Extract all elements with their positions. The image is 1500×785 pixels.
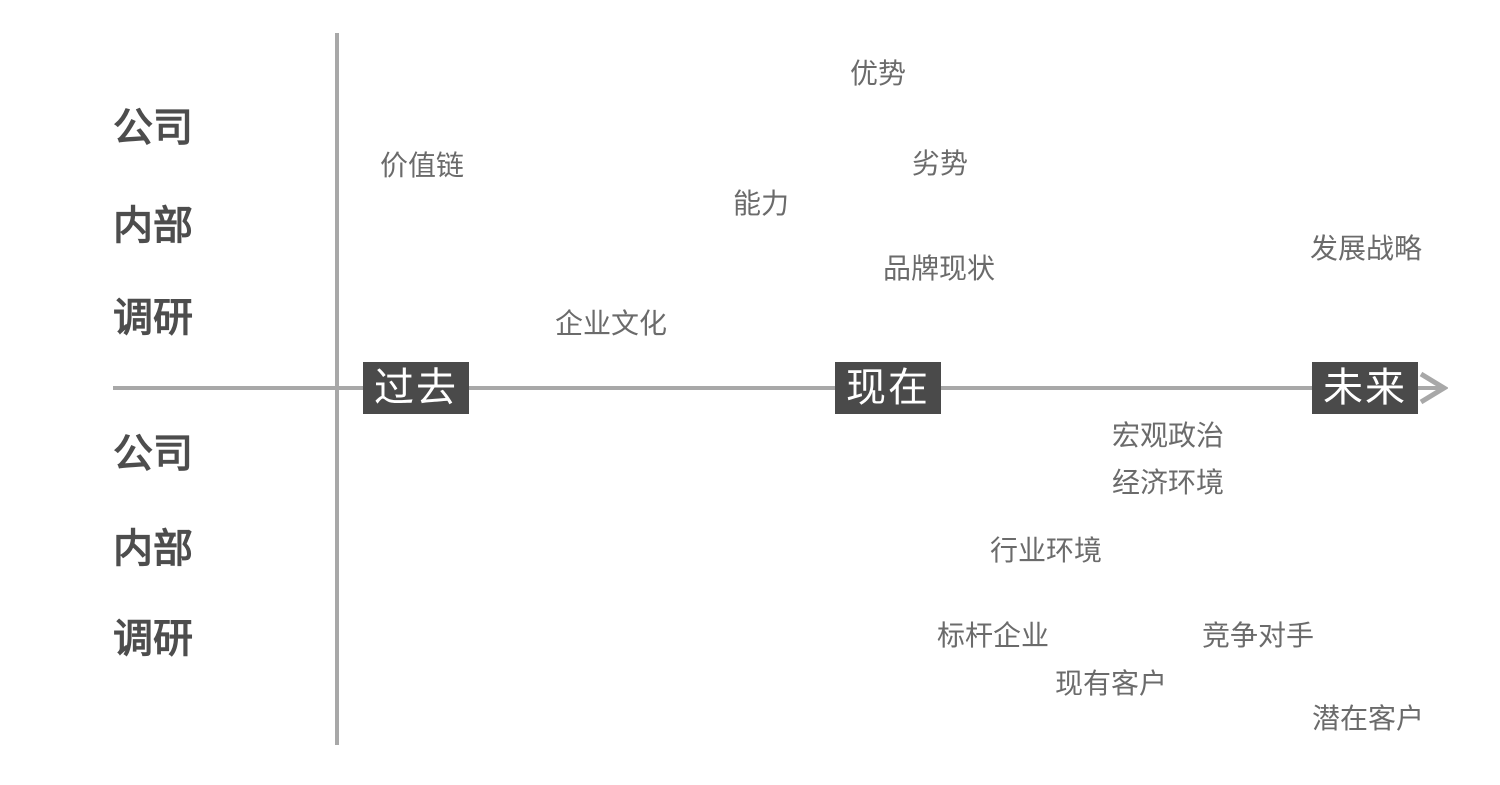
item-industry-environment: 行业环境 xyxy=(990,534,1103,567)
timeline-badge-present: 现在 xyxy=(835,362,941,414)
item-corporate-culture: 企业文化 xyxy=(555,307,668,340)
arrow-right-icon xyxy=(1419,371,1448,405)
item-benchmark-companies: 标杆企业 xyxy=(937,619,1050,652)
timeline-badge-future: 未来 xyxy=(1312,362,1418,414)
item-value-chain: 价值链 xyxy=(380,149,465,182)
side-label-top-line2: 内部 xyxy=(113,203,193,249)
item-brand-status: 品牌现状 xyxy=(883,252,996,285)
item-strengths: 优势 xyxy=(850,57,907,90)
timeline-axis-line xyxy=(113,386,1440,390)
item-economic-environment: 经济环境 xyxy=(1112,466,1225,499)
item-development-strategy: 发展战略 xyxy=(1310,232,1423,265)
item-weaknesses: 劣势 xyxy=(912,147,969,180)
timeline-badge-past: 过去 xyxy=(363,362,469,414)
item-capability: 能力 xyxy=(733,187,790,220)
side-label-top-line3: 调研 xyxy=(113,295,193,341)
side-label-bottom-line1: 公司 xyxy=(113,431,193,477)
side-label-bottom-line3: 调研 xyxy=(113,616,193,662)
item-macro-politics: 宏观政治 xyxy=(1112,419,1225,452)
side-label-top-line1: 公司 xyxy=(113,105,193,151)
item-existing-customers: 现有客户 xyxy=(1055,667,1168,700)
item-potential-customers: 潜在客户 xyxy=(1312,702,1425,735)
side-label-bottom-line2: 内部 xyxy=(113,526,193,572)
item-competitors: 竞争对手 xyxy=(1202,619,1315,652)
